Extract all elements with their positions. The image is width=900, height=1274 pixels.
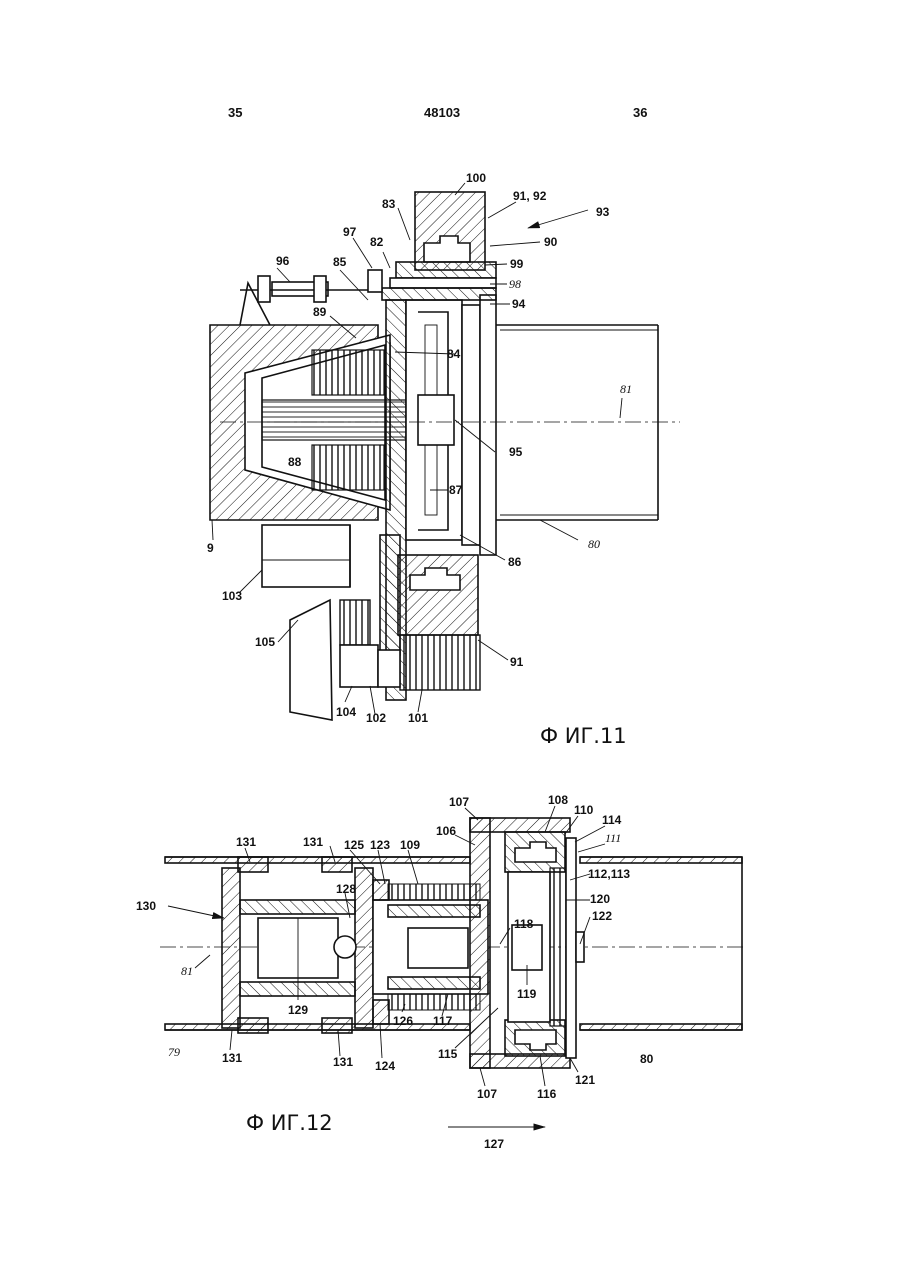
label-98: 98 xyxy=(509,277,521,291)
motor-103 xyxy=(262,525,350,587)
label-109: 109 xyxy=(400,838,420,852)
figure-12: 107 108 110 114 111 131 131 125 123 109 … xyxy=(136,793,745,1151)
label-114: 114 xyxy=(602,813,622,827)
gear-101 xyxy=(400,635,480,690)
label-131-d: 131 xyxy=(333,1055,353,1069)
label-95: 95 xyxy=(509,445,523,459)
label-116: 116 xyxy=(537,1087,557,1101)
block-102 xyxy=(340,645,378,687)
label-103: 103 xyxy=(222,589,242,603)
label-131-b: 131 xyxy=(303,835,323,849)
arrow-93 xyxy=(528,210,588,228)
label-91-92: 91, 92 xyxy=(513,189,547,203)
bolt-98 xyxy=(390,278,496,288)
label-101: 101 xyxy=(408,711,428,725)
label-128: 128 xyxy=(336,882,356,896)
label-108: 108 xyxy=(548,793,568,807)
plate-94 xyxy=(462,305,480,545)
label-81-fig11: 81 xyxy=(620,382,632,396)
label-107-top: 107 xyxy=(449,795,469,809)
label-85: 85 xyxy=(333,255,347,269)
label-131-c: 131 xyxy=(222,1051,242,1065)
guide-wall-left xyxy=(222,868,240,1028)
label-117: 117 xyxy=(433,1014,453,1028)
label-93: 93 xyxy=(596,205,610,219)
roller-128 xyxy=(334,936,356,958)
label-110: 110 xyxy=(574,803,594,817)
housing-106 xyxy=(470,818,490,1068)
label-88: 88 xyxy=(288,455,302,469)
label-130: 130 xyxy=(136,899,156,913)
label-105: 105 xyxy=(255,635,275,649)
ring-90 xyxy=(396,262,496,278)
spring-126 xyxy=(388,994,480,1010)
label-121: 121 xyxy=(575,1073,595,1087)
hub xyxy=(418,395,454,445)
label-115: 115 xyxy=(438,1047,458,1061)
pinion-104 xyxy=(340,600,370,645)
label-119: 119 xyxy=(517,987,537,1001)
label-104: 104 xyxy=(336,705,356,719)
label-131-a: 131 xyxy=(236,835,256,849)
label-112-113: 112,113 xyxy=(588,867,630,881)
label-124: 124 xyxy=(375,1059,395,1073)
tube-80 xyxy=(496,325,658,520)
stop-124 xyxy=(373,1000,389,1024)
label-107-bottom: 107 xyxy=(477,1087,497,1101)
housing-107-top xyxy=(470,818,570,832)
label-91-lower: 91 xyxy=(510,655,524,669)
label-94: 94 xyxy=(512,297,526,311)
label-122: 122 xyxy=(592,909,612,923)
label-125: 125 xyxy=(344,838,364,852)
gear-120 xyxy=(550,868,566,1026)
label-81-fig12: 81 xyxy=(181,964,193,978)
housing-105 xyxy=(290,600,332,720)
rail-upper xyxy=(240,900,355,914)
guide-wall-right xyxy=(355,868,373,1028)
label-90: 90 xyxy=(544,235,558,249)
disc-pack-upper xyxy=(312,350,384,395)
label-99: 99 xyxy=(510,257,524,271)
label-83: 83 xyxy=(382,197,396,211)
label-97: 97 xyxy=(343,225,357,239)
pin-97 xyxy=(368,270,382,292)
label-80-fig11: 80 xyxy=(588,537,600,551)
gear-block-lower xyxy=(398,555,478,635)
label-79: 79 xyxy=(168,1045,180,1059)
label-80-fig12: 80 xyxy=(640,1052,654,1066)
label-9: 9 xyxy=(207,541,214,555)
tube-80-fig12 xyxy=(580,857,742,1030)
label-96: 96 xyxy=(276,254,290,268)
label-82: 82 xyxy=(370,235,384,249)
label-100: 100 xyxy=(466,171,486,185)
hub-119 xyxy=(512,925,542,970)
disc-pack-lower xyxy=(312,445,384,490)
label-118: 118 xyxy=(514,917,534,931)
rail-lower xyxy=(240,982,355,996)
label-123: 123 xyxy=(370,838,390,852)
label-89: 89 xyxy=(313,305,327,319)
label-129: 129 xyxy=(288,1003,308,1017)
label-120: 120 xyxy=(590,892,610,906)
label-102: 102 xyxy=(366,711,386,725)
arrow-130 xyxy=(168,906,224,918)
caption-fig12: Ф ИГ.12 xyxy=(246,1111,333,1135)
label-106: 106 xyxy=(436,824,456,838)
figure-11: 100 91, 92 93 83 90 97 82 99 96 85 98 94… xyxy=(207,171,680,748)
label-87: 87 xyxy=(449,483,463,497)
spring-109 xyxy=(388,884,480,900)
label-86: 86 xyxy=(508,555,522,569)
stop-125 xyxy=(373,880,389,900)
caption-fig11: Ф ИГ.11 xyxy=(540,724,627,748)
label-126: 126 xyxy=(393,1014,413,1028)
label-84: 84 xyxy=(447,347,461,361)
label-111: 111 xyxy=(605,831,621,845)
plate-121 xyxy=(566,838,576,1058)
label-127: 127 xyxy=(484,1137,504,1151)
